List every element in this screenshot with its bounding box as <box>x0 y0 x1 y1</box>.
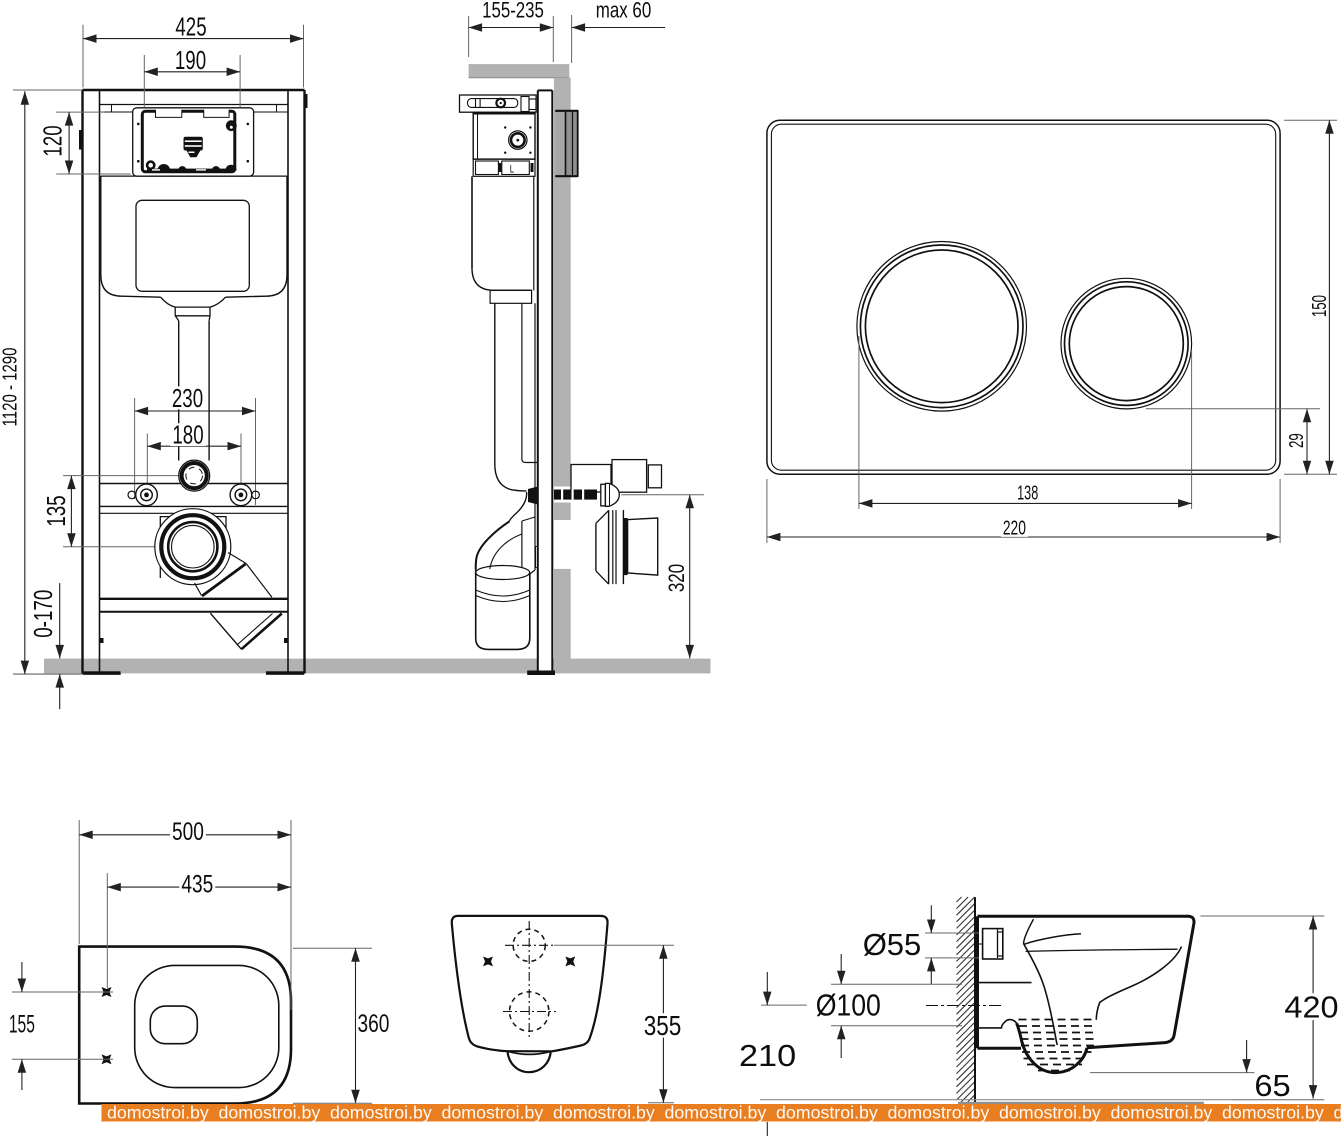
svg-text:domostroi.by: domostroi.by <box>107 1103 209 1123</box>
svg-text:Ø55: Ø55 <box>863 927 922 962</box>
svg-text:1120 - 1290: 1120 - 1290 <box>0 348 22 427</box>
svg-text:360: 360 <box>358 1010 390 1038</box>
svg-text:L: L <box>510 164 514 176</box>
svg-text:420: 420 <box>1284 990 1338 1025</box>
svg-text:155: 155 <box>9 1011 35 1039</box>
svg-text:max 60: max 60 <box>596 0 652 23</box>
svg-text:Ø100: Ø100 <box>816 988 881 1023</box>
svg-text:domostroi.by: domostroi.by <box>1222 1103 1324 1123</box>
svg-text:355: 355 <box>644 1010 682 1041</box>
svg-text:29: 29 <box>1285 433 1308 448</box>
svg-text:190: 190 <box>175 47 206 75</box>
svg-text:220: 220 <box>1003 517 1026 540</box>
svg-text:domostroi.by: domostroi.by <box>999 1103 1101 1123</box>
svg-text:domostroi.by: domostroi.by <box>888 1103 990 1123</box>
svg-text:domostroi.by: domostroi.by <box>442 1103 544 1123</box>
svg-text:150: 150 <box>1308 295 1331 317</box>
svg-text:138: 138 <box>1017 481 1038 504</box>
svg-text:425: 425 <box>175 14 206 42</box>
svg-text:domostroi.by: domostroi.by <box>219 1103 321 1123</box>
svg-text:180: 180 <box>172 422 203 450</box>
svg-text:500: 500 <box>172 818 204 846</box>
svg-text:320: 320 <box>664 564 689 592</box>
svg-text:65: 65 <box>1254 1068 1290 1103</box>
svg-text:210: 210 <box>739 1038 796 1073</box>
svg-text:155-235: 155-235 <box>482 0 544 23</box>
svg-text:domostroi.by: domostroi.by <box>1111 1103 1213 1123</box>
svg-text:domostroi.by: domostroi.by <box>553 1103 655 1123</box>
svg-text:135: 135 <box>43 495 71 526</box>
svg-text:120: 120 <box>40 125 68 156</box>
svg-text:domostroi.by: domostroi.by <box>665 1103 767 1123</box>
svg-text:230: 230 <box>172 385 203 413</box>
svg-text:domostroi.by: domostroi.by <box>330 1103 432 1123</box>
svg-text:domostroi.by: domostroi.by <box>1334 1103 1341 1123</box>
svg-text:435: 435 <box>181 871 213 899</box>
svg-text:0-170: 0-170 <box>30 590 58 638</box>
svg-text:domostroi.by: domostroi.by <box>776 1103 878 1123</box>
